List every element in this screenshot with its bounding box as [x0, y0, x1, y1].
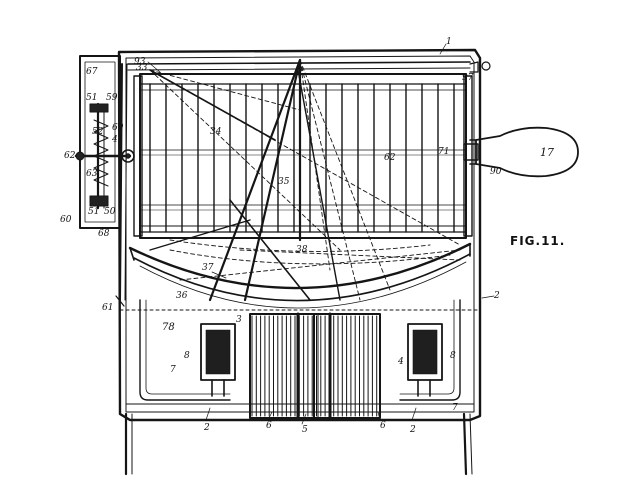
label-62-left: 62 [64, 151, 76, 161]
label-51-bottom: 51 [88, 207, 99, 217]
wire-basket [133, 73, 473, 239]
label-69: 69 [112, 123, 124, 133]
label-71: 71 [438, 147, 449, 157]
block-left [200, 323, 236, 397]
label-33: 33 [136, 63, 148, 73]
label-52: 52 [92, 127, 104, 137]
label-7-right: 7 [452, 403, 458, 413]
label-63: 63 [86, 169, 98, 179]
label-90: 90 [490, 167, 502, 177]
label-37: 37 [202, 263, 214, 273]
rocker-plate [128, 242, 472, 309]
label-59: 59 [106, 93, 118, 103]
lower-tank [125, 299, 475, 405]
leader-lines [147, 43, 495, 425]
label-4: 4 [397, 357, 404, 367]
legs [124, 412, 473, 476]
label-5: 5 [302, 425, 308, 435]
label-17: 17 [540, 146, 554, 159]
label-50: 50 [104, 207, 116, 217]
linkage-arms [149, 58, 341, 302]
label-97: 97 [462, 73, 474, 83]
tilt-paths [149, 59, 461, 301]
label-35: 35 [278, 177, 290, 187]
label-7-left: 7 [170, 365, 176, 375]
label-61: 61 [102, 303, 113, 313]
label-78: 78 [162, 322, 175, 333]
figure-title: FIG.11. [510, 234, 566, 248]
outer-housing [117, 48, 482, 422]
label-2-bottom-left: 2 [203, 423, 210, 433]
label-38: 38 [296, 245, 308, 255]
coil-stacks [249, 312, 381, 420]
label-62-right: 62 [384, 153, 396, 163]
label-60: 60 [60, 215, 72, 225]
handle[interactable] [463, 126, 579, 178]
label-6-left: 6 [266, 421, 272, 431]
label-3: 3 [236, 315, 242, 325]
label-6-right: 6 [380, 421, 386, 431]
label-2-bottom-right: 2 [409, 425, 416, 435]
left-mechanism-box [74, 55, 135, 229]
label-8-left: 8 [184, 351, 190, 361]
label-1: 1 [446, 37, 452, 47]
label-41: 41 [111, 135, 123, 145]
label-8-right: 8 [450, 351, 456, 361]
label-93: 93 [134, 57, 146, 67]
left-rod [115, 63, 128, 307]
label-36: 36 [176, 291, 188, 301]
top-cover [127, 61, 491, 73]
reference-labels: 1 93 67 51 59 52 69 41 62 63 51 50 60 68… [60, 37, 554, 435]
block-right [407, 323, 443, 397]
label-2-right: 2 [493, 291, 500, 301]
label-68: 68 [98, 229, 110, 239]
label-34: 34 [210, 127, 222, 137]
label-67: 67 [86, 67, 98, 77]
label-51-top: 51 [86, 93, 97, 103]
